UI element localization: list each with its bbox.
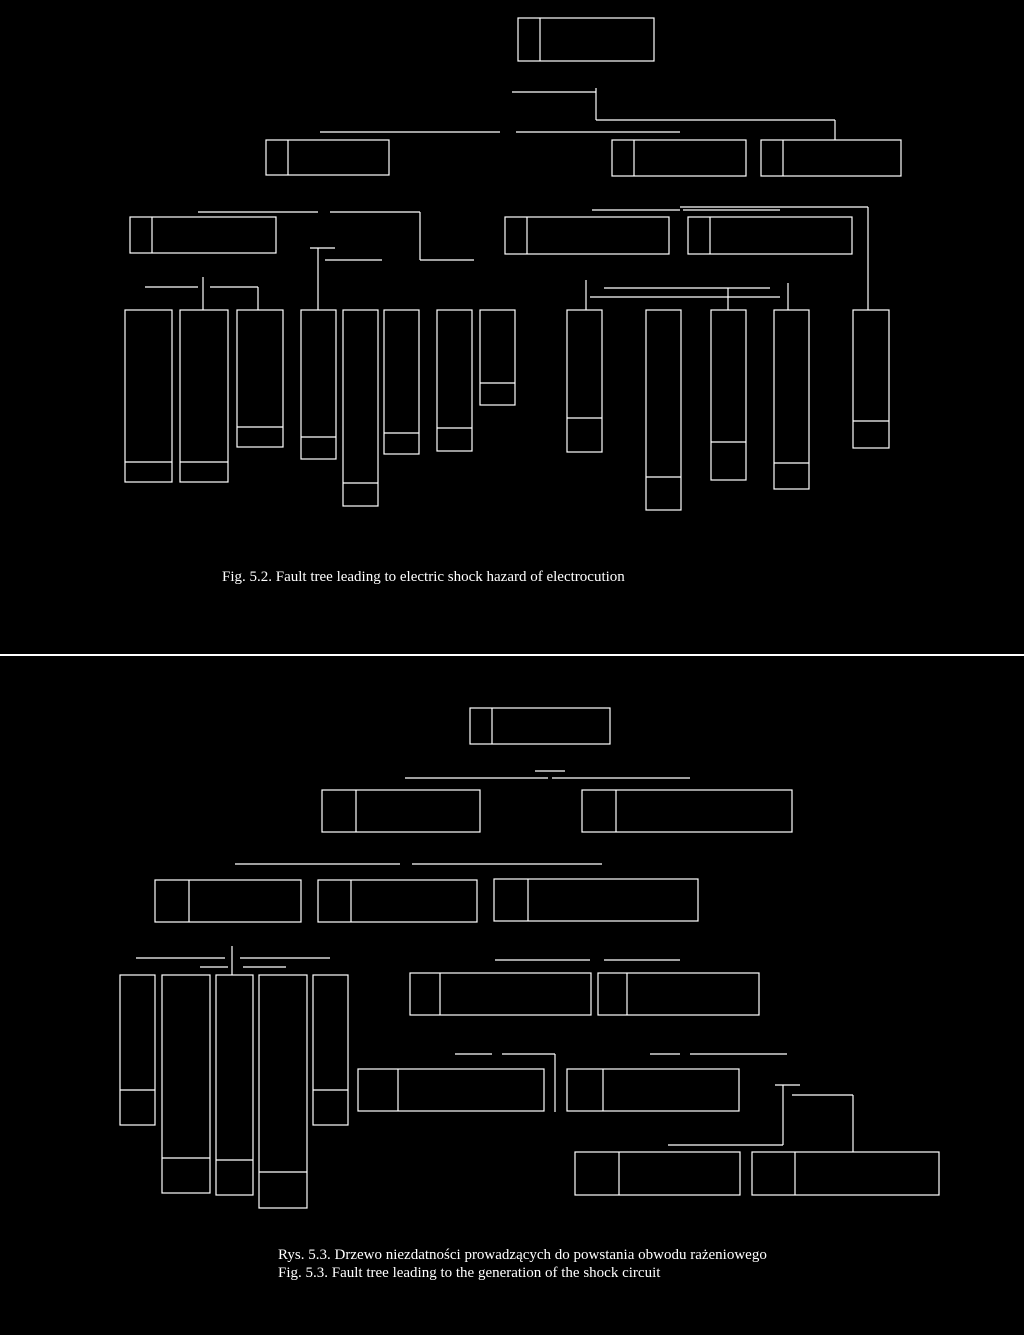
event-box bbox=[760, 139, 902, 177]
basic-event-box bbox=[773, 309, 810, 490]
top-event-box bbox=[517, 17, 655, 62]
figure-caption-5-2: Fig. 5.2. Fault tree leading to electric… bbox=[222, 569, 625, 585]
basic-events-row bbox=[124, 309, 890, 511]
basic-event-box bbox=[258, 974, 308, 1209]
event-box bbox=[321, 789, 481, 833]
basic-event-box bbox=[119, 974, 156, 1126]
fault-tree-fig-5-2 bbox=[124, 17, 902, 511]
basic-events-left bbox=[119, 974, 349, 1209]
event-box bbox=[751, 1151, 940, 1196]
event-box bbox=[687, 216, 853, 255]
basic-event-box bbox=[383, 309, 420, 455]
basic-event-box bbox=[710, 309, 747, 481]
event-box bbox=[581, 789, 793, 833]
event-box bbox=[357, 1068, 545, 1112]
event-box bbox=[504, 216, 670, 255]
basic-event-box bbox=[236, 309, 284, 448]
basic-event-box bbox=[342, 309, 379, 507]
figure-caption-5-3-english: Fig. 5.3. Fault tree leading to the gene… bbox=[278, 1265, 661, 1281]
event-box bbox=[154, 879, 302, 923]
basic-event-box bbox=[566, 309, 603, 453]
event-box bbox=[597, 972, 760, 1016]
basic-event-box bbox=[300, 309, 337, 460]
top-event-box bbox=[469, 707, 611, 745]
basic-event-box bbox=[479, 309, 516, 406]
basic-event-box bbox=[312, 974, 349, 1126]
basic-event-box bbox=[161, 974, 211, 1194]
basic-event-box bbox=[436, 309, 473, 452]
event-box bbox=[493, 878, 699, 922]
basic-event-box bbox=[124, 309, 173, 483]
basic-event-box bbox=[215, 974, 254, 1196]
basic-event-box bbox=[852, 309, 890, 449]
basic-event-box bbox=[179, 309, 229, 483]
event-box bbox=[129, 216, 277, 254]
figure-caption-5-3-polish: Rys. 5.3. Drzewo niezdatności prowadzący… bbox=[278, 1247, 767, 1263]
fault-tree-fig-5-3 bbox=[119, 707, 940, 1209]
basic-event-box bbox=[645, 309, 682, 511]
event-box bbox=[265, 139, 390, 176]
event-box bbox=[317, 879, 478, 923]
event-box bbox=[611, 139, 747, 177]
event-box bbox=[566, 1068, 740, 1112]
event-box bbox=[574, 1151, 741, 1196]
event-box bbox=[409, 972, 592, 1016]
